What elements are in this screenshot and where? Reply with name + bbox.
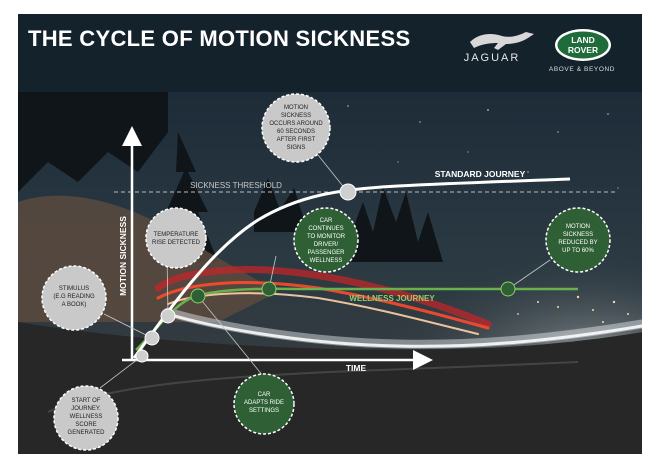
standard-journey-curve [132, 177, 571, 359]
callout-start-line-4: SCORE [75, 422, 96, 428]
motion-sickness-diagram: MOTION SICKNESS TIME SICKNESS THRESHOLD … [18, 92, 642, 454]
callout-stimulus-line-3: A BOOK) [62, 302, 87, 308]
land-rover-logo-line-1: LAND [571, 35, 595, 45]
city-lights [517, 295, 629, 323]
callout-monitor-line-3: TO MONITOR [307, 234, 346, 240]
callout-stimulus: STIMULUS (E.G READING A BOOK) [41, 265, 107, 331]
callout-monitor-line-5: PASSENGER [308, 250, 346, 256]
callout-monitor-line-4: DRIVER/ [314, 242, 339, 248]
callout-start-line-2: JOURNEY. [71, 406, 101, 412]
callout-motion-line-3: OCCURS AROUND [269, 121, 323, 127]
callout-monitor-line-2: CONTINUES [308, 226, 343, 232]
light-trails [154, 266, 642, 349]
callout-adapts-line-3: SETTINGS [249, 408, 279, 414]
y-axis-label: MOTION SICKNESS [118, 216, 128, 296]
callout-adapts-line-1: CAR [258, 392, 271, 398]
wellness-journey-label: WELLNESS JOURNEY [349, 294, 435, 303]
callout-motion-line-4: 60 SECONDS [277, 129, 315, 135]
callout-motion-line-1: MOTION [284, 105, 308, 111]
callout-reduced-line-4: UP TO 60% [562, 248, 594, 254]
jaguar-leaper-icon [470, 32, 534, 50]
callout-start-line-3: WELLNESS [70, 414, 103, 420]
callout-monitor: CAR CONTINUES TO MONITOR DRIVER/ PASSENG… [293, 207, 359, 273]
land-rover-logo: LAND ROVER [555, 29, 611, 61]
callout-motion-line-2: SICKNESS [281, 113, 311, 119]
callout-connectors [99, 149, 551, 389]
standard-journey-label: STANDARD JOURNEY [435, 169, 526, 179]
callout-reduced: MOTION SICKNESS REDUCED BY UP TO 60% [545, 207, 611, 273]
callout-motion-line-5: AFTER FIRST [277, 137, 316, 143]
callout-temperature-line-2: RISE DETECTED [152, 240, 201, 246]
callout-adapts: CAR ADAPTS RIDE SETTINGS [233, 373, 295, 435]
header-bar [18, 14, 642, 92]
callout-temperature-line-1: TEMPERATURE [154, 232, 199, 238]
callout-start: START OF JOURNEY. WELLNESS SCORE GENERAT… [53, 385, 119, 451]
land-rover-logo-line-2: ROVER [568, 45, 598, 55]
land-rover-tagline: ABOVE & BEYOND [548, 66, 616, 73]
callout-adapts-line-2: ADAPTS RIDE [244, 400, 284, 406]
callout-reduced-line-1: MOTION [566, 224, 590, 230]
callout-start-line-1: START OF [71, 398, 100, 404]
x-axis-label: TIME [346, 363, 367, 373]
callout-monitor-line-1: CAR [320, 218, 333, 224]
page-title: THE CYCLE OF MOTION SICKNESS [28, 26, 411, 51]
callout-motion-sickness: MOTION SICKNESS OCCURS AROUND 60 SECONDS… [261, 93, 331, 163]
callout-reduced-line-2: SICKNESS [563, 232, 593, 238]
callout-start-line-5: GENERATED [68, 430, 106, 436]
callout-temperature: TEMPERATURE RISE DETECTED [145, 207, 207, 269]
jaguar-wordmark: JAGUAR [463, 52, 521, 64]
callout-monitor-line-6: WELLNESS [310, 258, 343, 264]
callout-motion-line-6: SIGNS [287, 145, 306, 151]
callout-stimulus-line-2: (E.G READING [53, 294, 95, 300]
threshold-label: SICKNESS THRESHOLD [190, 181, 282, 190]
callout-reduced-line-3: REDUCED BY [558, 240, 597, 246]
road-surface [18, 322, 642, 454]
curve-markers [135, 183, 516, 363]
callout-stimulus-line-1: STIMULUS [59, 286, 89, 292]
